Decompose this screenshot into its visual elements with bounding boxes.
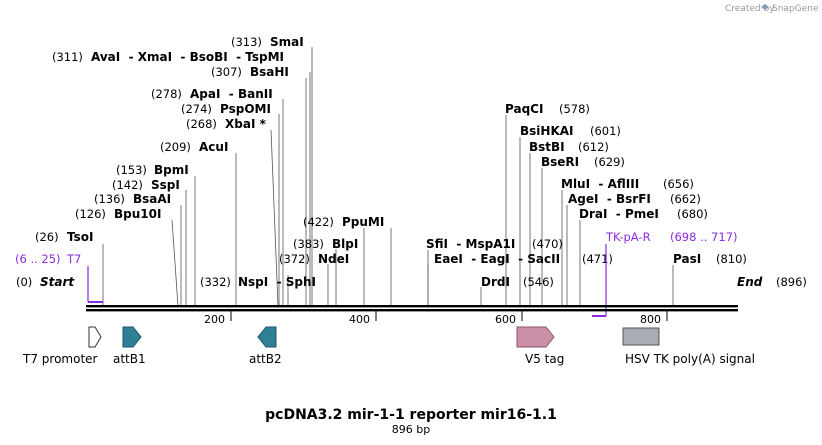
- site-name: PasI: [673, 252, 701, 266]
- site-name: EaeI - EagI - SacII: [434, 252, 560, 266]
- site-name: SspI: [151, 178, 180, 192]
- site-position: (612): [578, 140, 609, 154]
- site-name: BlpI: [332, 237, 358, 251]
- site-name: MluI - AflIII: [561, 177, 639, 191]
- site-position: (546): [523, 275, 554, 289]
- site-position: (26): [35, 230, 59, 244]
- site-name: BsaHI: [250, 65, 289, 79]
- site-labels: (311) AvaI - XmaI - BsoBI - TspMI (313) …: [35, 35, 747, 289]
- feature-label: T7 promoter: [22, 352, 98, 366]
- site-name: SfiI - MspA1I: [426, 237, 515, 251]
- site-name: BstBI: [529, 140, 565, 154]
- end-position: (896): [776, 275, 807, 289]
- site-name: AcuI: [199, 140, 228, 154]
- box-icon: [622, 327, 660, 346]
- site-position: (383): [293, 237, 324, 251]
- feature-hsv-tk-polya: HSV TK poly(A) signal: [622, 327, 755, 366]
- site-name: AvaI - XmaI - BsoBI - TspMI: [91, 50, 284, 64]
- site-position: (307): [211, 65, 242, 79]
- site-position: (274): [181, 102, 212, 116]
- arrow-right-icon: [516, 326, 555, 348]
- site-name: AgeI - BsrFI: [568, 192, 651, 206]
- feature-label: V5 tag: [525, 352, 564, 366]
- end-label: End: [737, 275, 763, 289]
- site-name: XbaI *: [225, 117, 267, 131]
- site-position: (656): [663, 177, 694, 191]
- leader-line: [171, 219, 179, 307]
- site-name: Bpu10I: [114, 207, 161, 221]
- ruler: 200 400 600 800: [204, 311, 668, 326]
- primer-name: T7: [66, 252, 81, 266]
- primer-t7: (6 .. 25) T7: [15, 252, 103, 303]
- site-position: (278): [151, 87, 182, 101]
- site-name: BsaAI: [133, 192, 171, 206]
- primer-range: (6 .. 25): [15, 252, 61, 266]
- site-position: (601): [590, 124, 621, 138]
- primer-name: TK-pA-R: [605, 230, 651, 244]
- site-position: (471): [582, 252, 613, 266]
- credit-text: Created by: [725, 4, 775, 14]
- tick-label: 600: [495, 313, 516, 326]
- arrow-right-icon: [122, 326, 142, 348]
- site-name: BseRI: [541, 155, 579, 169]
- site-position: (662): [670, 192, 701, 206]
- site-position: (153): [116, 163, 147, 177]
- site-position: (311): [52, 50, 83, 64]
- site-name: PaqCI: [505, 102, 543, 116]
- site-position: (126): [75, 207, 106, 221]
- site-name: NdeI: [318, 252, 349, 266]
- site-position: (422): [303, 215, 334, 229]
- site-position: (578): [559, 102, 590, 116]
- credit-brand: SnapGene: [772, 4, 819, 14]
- backbone-strand-top: [86, 305, 738, 308]
- backbone: [86, 305, 738, 312]
- site-name: TsoI: [67, 230, 93, 244]
- arrow-left-icon: [257, 326, 277, 348]
- feature-label: attB1: [113, 352, 146, 366]
- arrow-right-icon: [88, 326, 102, 348]
- start-position: (0): [16, 275, 32, 289]
- primer-tk-pa-r: TK-pA-R (698 .. 717): [592, 230, 738, 317]
- primer-range: (698 .. 717): [670, 230, 738, 244]
- site-position: (629): [594, 155, 625, 169]
- start-label: Start: [40, 275, 75, 289]
- site-position: (136): [94, 192, 125, 206]
- site-name: PpuMI: [342, 215, 384, 229]
- site-leader-lines: [102, 47, 674, 307]
- site-name: PspOMI: [220, 102, 271, 116]
- site-name: ApaI - BanII: [190, 87, 273, 101]
- credit: Created by SnapGene: [725, 4, 819, 14]
- site-name: SmaI: [270, 35, 304, 49]
- site-name: NspI - SphI: [238, 275, 316, 289]
- snapgene-logo-icon: [761, 4, 769, 10]
- site-name: BsiHKAI: [520, 124, 574, 138]
- site-position: (372): [279, 252, 310, 266]
- site-position: (680): [677, 207, 708, 221]
- site-position: (470): [532, 237, 563, 251]
- feature-label: attB2: [249, 352, 282, 366]
- feature-t7-promoter: T7 promoter: [22, 326, 102, 366]
- feature-attb1: attB1: [113, 326, 146, 366]
- map-title: pcDNA3.2 mir-1-1 reporter mir16-1.1: [265, 407, 557, 423]
- backbone-strand-bottom: [86, 309, 738, 312]
- feature-label: HSV TK poly(A) signal: [625, 352, 755, 366]
- site-position: (142): [112, 178, 143, 192]
- site-name: DraI - PmeI: [579, 207, 659, 221]
- feature-attb2: attB2: [249, 326, 282, 366]
- site-name: BpmI: [154, 163, 189, 177]
- site-position: (332): [200, 275, 231, 289]
- site-position: (313): [231, 35, 262, 49]
- site-position: (268): [186, 117, 217, 131]
- tick-label: 800: [640, 313, 661, 326]
- tick-label: 200: [204, 313, 225, 326]
- site-position: (810): [716, 252, 747, 266]
- tick-label: 400: [349, 313, 370, 326]
- leader-line: [270, 129, 279, 307]
- map-subtitle: 896 bp: [392, 423, 430, 436]
- feature-v5-tag: V5 tag: [516, 326, 564, 366]
- site-name: DrdI: [481, 275, 510, 289]
- site-position: (209): [160, 140, 191, 154]
